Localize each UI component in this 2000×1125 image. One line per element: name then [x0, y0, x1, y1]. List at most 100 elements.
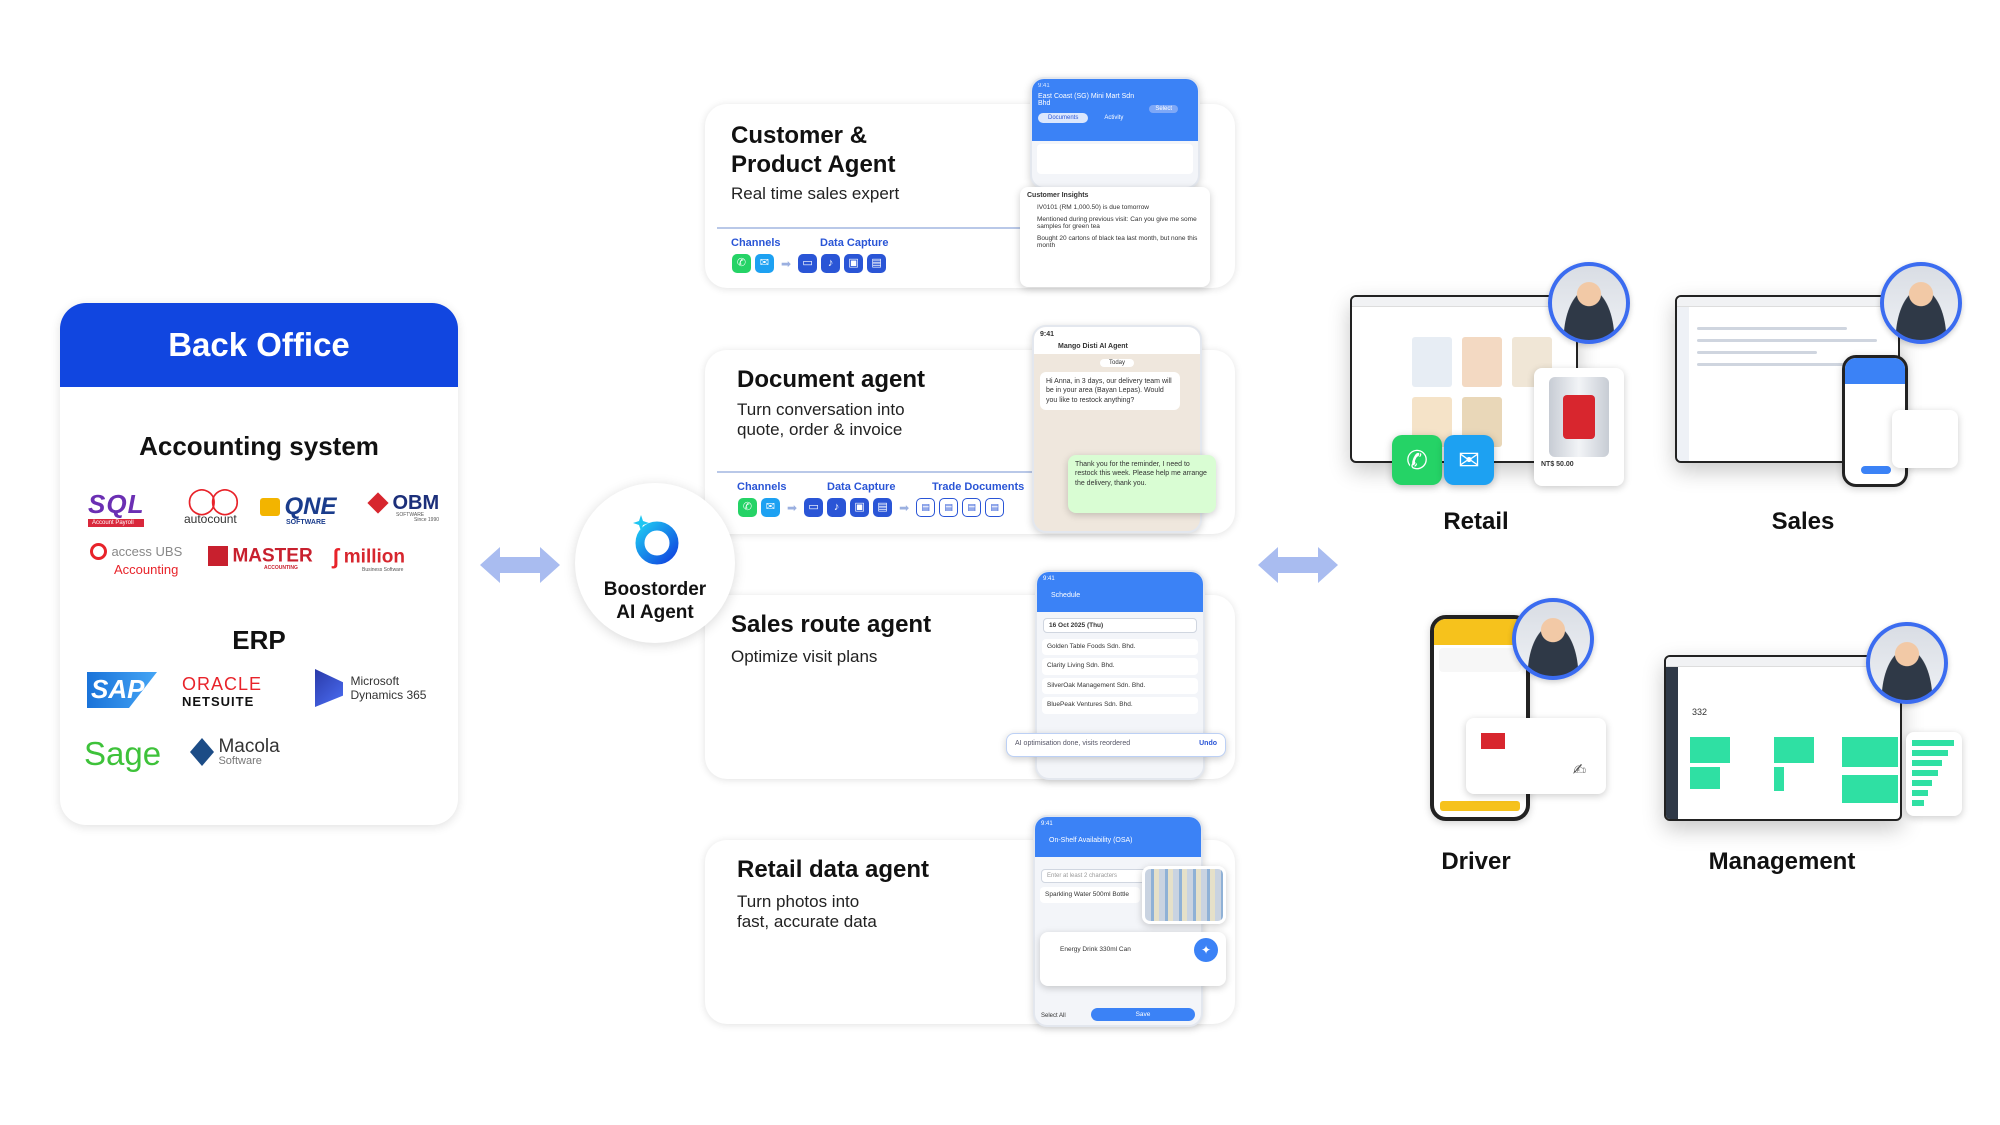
agent-subtitle: Optimize visit plans: [731, 647, 878, 666]
boostorder-ai-agent-hub: Boostorder AI Agent: [575, 483, 735, 643]
driver-user-avatar: [1512, 598, 1594, 680]
back-office-title: Back Office: [60, 303, 458, 387]
sql-logo: SQL Account Payroll: [88, 489, 145, 527]
document-icon: ▤: [867, 254, 887, 273]
channels-label: Channels: [731, 237, 781, 249]
agent-title: Retail data agent: [737, 856, 930, 883]
obm-logo: OBM SOFTWARE Since 1990: [367, 492, 439, 523]
receipt-doc-icon: ▤: [985, 498, 1005, 517]
retail-label: Retail: [1443, 508, 1509, 535]
image-icon: ▣: [844, 254, 864, 273]
agent-subtitle: Real time sales expert: [731, 184, 900, 203]
management-bar-panel: [1906, 732, 1962, 816]
management-user-avatar: [1866, 622, 1948, 704]
list-item[interactable]: SilverOak Management Sdn. Bhd.: [1042, 677, 1198, 695]
sap-logo: SAP: [87, 672, 157, 708]
trade-documents-label: Trade Documents: [932, 481, 1025, 493]
master-accounting-logo: MASTER ACCOUNTING: [208, 546, 313, 571]
customer-insights-phone: 9:41 East Coast (SG) Mini Mart Sdn Bhd S…: [1030, 77, 1200, 189]
mail-icon: ✉: [761, 498, 780, 517]
sales-label: Sales: [1771, 508, 1835, 535]
list-item[interactable]: Clarity Living Sdn. Bhd.: [1042, 658, 1198, 675]
obm-icon: [367, 492, 389, 514]
select-all-checkbox[interactable]: Select All: [1041, 1013, 1066, 1019]
channel-icons: ✆ ✉ ➡ ▭ ♪ ▣ ▤ ➡ ▤ ▤ ▤ ▤: [738, 498, 1005, 517]
agent-title: Document agent: [737, 366, 926, 393]
qne-icon: [260, 498, 280, 516]
whatsapp-icon: ✆: [738, 498, 757, 517]
boostorder-logo-icon: [633, 515, 679, 565]
voice-icon: ♪: [821, 254, 841, 273]
driver-signature-panel: ✍: [1466, 718, 1606, 794]
back-office-panel: Back Office Accounting system SQL Accoun…: [60, 303, 458, 825]
chat-icon: ▭: [804, 498, 824, 517]
arrow-icon: ➡: [787, 500, 798, 515]
agent-divider: [717, 227, 1027, 229]
order-doc-icon: ▤: [939, 498, 959, 517]
detected-item-panel: Energy Drink 330ml Can ✦: [1040, 932, 1226, 986]
retail-user-avatar: [1548, 262, 1630, 344]
arrow-icon: ➡: [781, 256, 792, 271]
undo-button[interactable]: Undo: [1199, 740, 1217, 747]
agent-title: Sales route agent: [731, 611, 932, 638]
backoffice-hub-arrow: [480, 547, 560, 583]
erp-title: ERP: [232, 625, 286, 655]
shelf-photo: [1142, 866, 1226, 924]
hub-channels-arrow: [1258, 547, 1338, 583]
dynamics-icon: [315, 669, 343, 707]
signature-icon: ✍: [1572, 762, 1586, 779]
autocount-logo: ◯◯ autocount: [184, 485, 239, 526]
sage-logo: Sage: [84, 735, 162, 772]
sales-detail-popup: [1892, 410, 1958, 468]
accounting-system-title: Accounting system: [139, 431, 379, 461]
retail-product-card: NT$ 50.00: [1534, 368, 1624, 486]
search-input[interactable]: Enter at least 2 characters: [1041, 869, 1151, 883]
quote-doc-icon: ▤: [916, 498, 936, 517]
customer-insights-panel: Customer Insights IV0101 (RM 1,000.50) i…: [1020, 187, 1210, 287]
hub-title-line2: AI Agent: [616, 602, 694, 623]
microsoft-dynamics-logo: Microsoft Dynamics 365: [315, 669, 426, 707]
agent-subtitle: Turn conversation into quote, order & in…: [737, 400, 905, 440]
master-icon: [208, 546, 228, 566]
image-icon: ▣: [850, 498, 870, 517]
million-icon: ʃ: [332, 544, 340, 569]
list-item[interactable]: BluePeak Ventures Sdn. Bhd.: [1042, 697, 1198, 714]
agent-title: Customer & Product Agent: [731, 122, 896, 178]
autocount-icon: ◯◯: [187, 485, 239, 515]
data-capture-label: Data Capture: [820, 237, 889, 249]
ai-sparkle-icon[interactable]: ✦: [1194, 938, 1218, 962]
access-ubs-icon: [90, 543, 107, 560]
whatsapp-icon: ✆: [732, 254, 751, 273]
macola-logo: Macola Software: [190, 737, 280, 767]
list-item[interactable]: Sparkling Water 500ml Bottle: [1040, 887, 1140, 904]
channel-icons: ✆ ✉ ➡ ▭ ♪ ▣ ▤: [732, 254, 887, 273]
data-capture-label: Data Capture: [827, 481, 896, 493]
arrow-icon: ➡: [899, 500, 910, 515]
tab-activity[interactable]: Activity: [1104, 115, 1124, 121]
retail-mail-icon: ✉: [1444, 435, 1494, 485]
retail-whatsapp-icon: ✆: [1392, 435, 1442, 485]
chat-icon: ▭: [798, 254, 818, 273]
hub-title-line1: Boostorder: [603, 579, 707, 600]
million-logo: ʃ million Business Software: [332, 544, 406, 573]
date-picker[interactable]: 16 Oct 2025 (Thu): [1043, 618, 1197, 633]
ai-toast: AI optimisation done, visits reordered U…: [1006, 733, 1226, 757]
agent-divider: [717, 471, 1037, 473]
voice-icon: ♪: [827, 498, 847, 517]
tab-documents[interactable]: Documents: [1038, 113, 1089, 123]
qne-logo: QNE SOFTWARE: [260, 495, 336, 526]
save-button[interactable]: Save: [1091, 1008, 1195, 1021]
select-button[interactable]: Select: [1149, 105, 1178, 113]
sales-user-avatar: [1880, 262, 1962, 344]
oracle-netsuite-logo: ORACLE NETSUITE: [182, 674, 263, 709]
macola-icon: [190, 738, 214, 766]
agent-subtitle: Turn photos into fast, accurate data: [737, 892, 877, 932]
access-ubs-logo: access UBS Accounting: [90, 543, 182, 576]
invoice-doc-icon: ▤: [962, 498, 982, 517]
reply-bubble: Thank you for the reminder, I need to re…: [1068, 455, 1216, 513]
list-item[interactable]: Golden Table Foods Sdn. Bhd.: [1042, 639, 1198, 656]
management-label: Management: [1708, 848, 1856, 875]
management-dashboard-screen: 332: [1664, 655, 1902, 821]
document-icon: ▤: [873, 498, 893, 517]
channels-label: Channels: [737, 481, 787, 493]
